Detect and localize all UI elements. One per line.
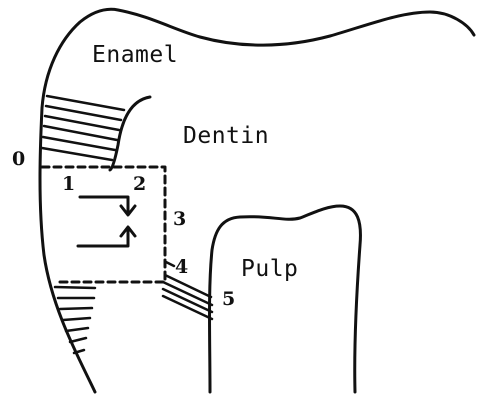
arrow-bottom-path bbox=[78, 229, 128, 246]
dentin-label: Dentin bbox=[183, 125, 269, 148]
enamel-label: Enamel bbox=[92, 44, 178, 67]
pulp-label: Pulp bbox=[241, 258, 298, 281]
point-1-label: 1 bbox=[62, 175, 75, 194]
point-5-label: 5 bbox=[222, 290, 235, 309]
enamel-hatching-upper bbox=[42, 96, 124, 160]
point-3-label: 3 bbox=[173, 210, 186, 229]
point-4-tick bbox=[166, 262, 174, 266]
point-0-label: 0 bbox=[12, 150, 25, 169]
point-2-label: 2 bbox=[133, 175, 146, 194]
cavity-dashed-outline bbox=[42, 167, 165, 282]
root-hatching bbox=[163, 275, 212, 319]
point-4-label: 4 bbox=[175, 258, 188, 277]
